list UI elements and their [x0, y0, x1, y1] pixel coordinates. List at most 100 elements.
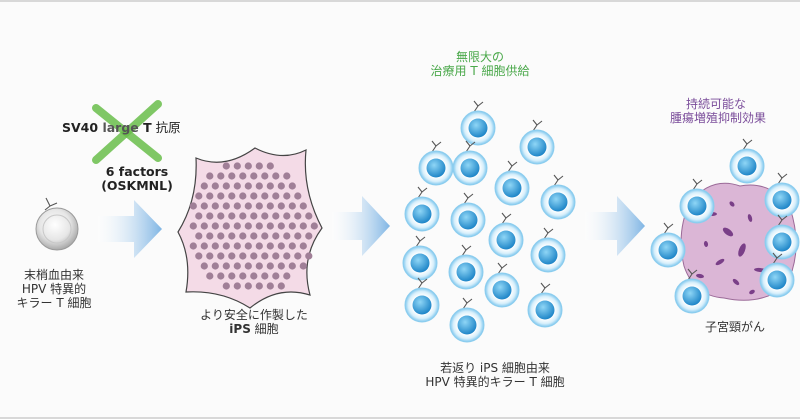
- ips-dot: [266, 242, 274, 250]
- ips-dot: [272, 192, 280, 200]
- ips-dot: [244, 182, 252, 190]
- ips-dot: [233, 202, 241, 210]
- ips-line-2: iPS 細胞: [184, 322, 324, 336]
- ips-dot: [228, 232, 236, 240]
- cervical-cancer-text: 子宮頸がん: [704, 320, 765, 334]
- ips-dot: [288, 222, 296, 230]
- ips-dot: [228, 172, 236, 180]
- effect-line-2: 腫瘍増殖抑制効果: [670, 111, 767, 125]
- ips-dot: [255, 182, 263, 190]
- ips-dot: [239, 272, 247, 280]
- ips-dot: [228, 212, 236, 220]
- tcell-icon: [402, 235, 438, 281]
- tcell-cluster: [402, 100, 576, 343]
- ips-dot: [305, 212, 313, 220]
- tcell-icon: [449, 297, 485, 343]
- ips-dot: [299, 242, 307, 250]
- cancer-spot: [715, 258, 725, 266]
- ips-dot: [266, 262, 274, 270]
- ips-dot: [255, 222, 263, 230]
- ips-dot: [261, 272, 269, 280]
- tcell-icon: [679, 178, 715, 224]
- ips-dot: [283, 232, 291, 240]
- ips-dot: [200, 242, 208, 250]
- ips-dot: [244, 282, 252, 290]
- tcell-icon: [484, 262, 520, 308]
- ips-dot: [261, 172, 269, 180]
- ips-dot: [261, 232, 269, 240]
- source-line-2: HPV 特異的: [21, 282, 87, 296]
- ips-dot: [277, 242, 285, 250]
- ips-dot: [189, 202, 197, 210]
- ips-dot: [250, 252, 258, 260]
- ips-dot: [261, 252, 269, 260]
- ips-dot: [294, 212, 302, 220]
- source-label: 末梢血由来 HPV 特異的 キラー T 細胞: [4, 268, 104, 310]
- ips-dot: [222, 182, 230, 190]
- cancer-spot: [749, 289, 755, 295]
- ips-dot: [305, 252, 313, 260]
- ips-dot: [244, 202, 252, 210]
- tcell-icon: [540, 174, 576, 220]
- tcell-icon: [448, 244, 484, 290]
- effect-label: 持続可能な 腫瘍増殖抑制効果: [670, 97, 800, 125]
- source-tcell-icon: [35, 197, 79, 251]
- ips-dot: [250, 172, 258, 180]
- tcell-icon: [404, 186, 440, 232]
- ips-dot: [239, 232, 247, 240]
- ips-dot: [272, 172, 280, 180]
- cancer-spot: [729, 201, 735, 207]
- ips-dot: [277, 202, 285, 210]
- ips-dot: [222, 282, 230, 290]
- ips-dot: [277, 222, 285, 230]
- ips-dot: [189, 222, 197, 230]
- ips-dot: [283, 252, 291, 260]
- ips-dot: [294, 232, 302, 240]
- ips-dot: [200, 202, 208, 210]
- ips-dot: [200, 222, 208, 230]
- tcell-icon: [530, 227, 566, 273]
- tcell-icon: [764, 172, 800, 218]
- ips-dot: [299, 262, 307, 270]
- cancer-spot: [732, 278, 740, 286]
- ips-dot: [217, 212, 225, 220]
- arrow-2-icon: [332, 196, 390, 256]
- factors-label: 6 factors (OSKMNL): [82, 165, 192, 193]
- ips-dot: [217, 252, 225, 260]
- ips-dot: [283, 272, 291, 280]
- source-line-3: キラー T 細胞: [16, 296, 92, 310]
- ips-dot: [206, 192, 214, 200]
- ips-dot: [195, 232, 203, 240]
- ips-dot: [233, 182, 241, 190]
- ips-dot: [211, 242, 219, 250]
- tcell-icon: [494, 160, 530, 206]
- factors-line-2: (OSKMNL): [101, 178, 173, 193]
- ips-dot: [195, 252, 203, 260]
- rejuv-line-1: 若返り iPS 細胞由来: [440, 361, 550, 375]
- supply-line-2: 治療用 T 細胞供給: [430, 64, 530, 78]
- ips-dot: [288, 262, 296, 270]
- ips-dot: [261, 192, 269, 200]
- factors-line-1: 6 factors: [105, 164, 169, 179]
- ips-dot: [211, 222, 219, 230]
- ips-dot: [228, 192, 236, 200]
- source-line-1: 末梢血由来: [23, 268, 84, 282]
- ips-dot: [239, 212, 247, 220]
- ips-dot: [239, 192, 247, 200]
- ips-dot: [261, 212, 269, 220]
- ips-dot: [255, 162, 263, 170]
- tcell-icon: [450, 192, 486, 238]
- ips-dot: [244, 162, 252, 170]
- supply-label: 無限大の 治療用 T 細胞供給: [415, 50, 545, 78]
- ips-dot: [255, 202, 263, 210]
- ips-dot: [299, 202, 307, 210]
- ips-dot: [206, 252, 214, 260]
- rejuv-line-2: HPV 特異的キラー T 細胞: [425, 375, 565, 389]
- cancer-spot: [738, 243, 746, 257]
- ips-dot: [211, 202, 219, 210]
- ips-dot: [255, 262, 263, 270]
- ips-dot: [294, 252, 302, 260]
- ips-dot: [250, 232, 258, 240]
- ips-dot: [255, 282, 263, 290]
